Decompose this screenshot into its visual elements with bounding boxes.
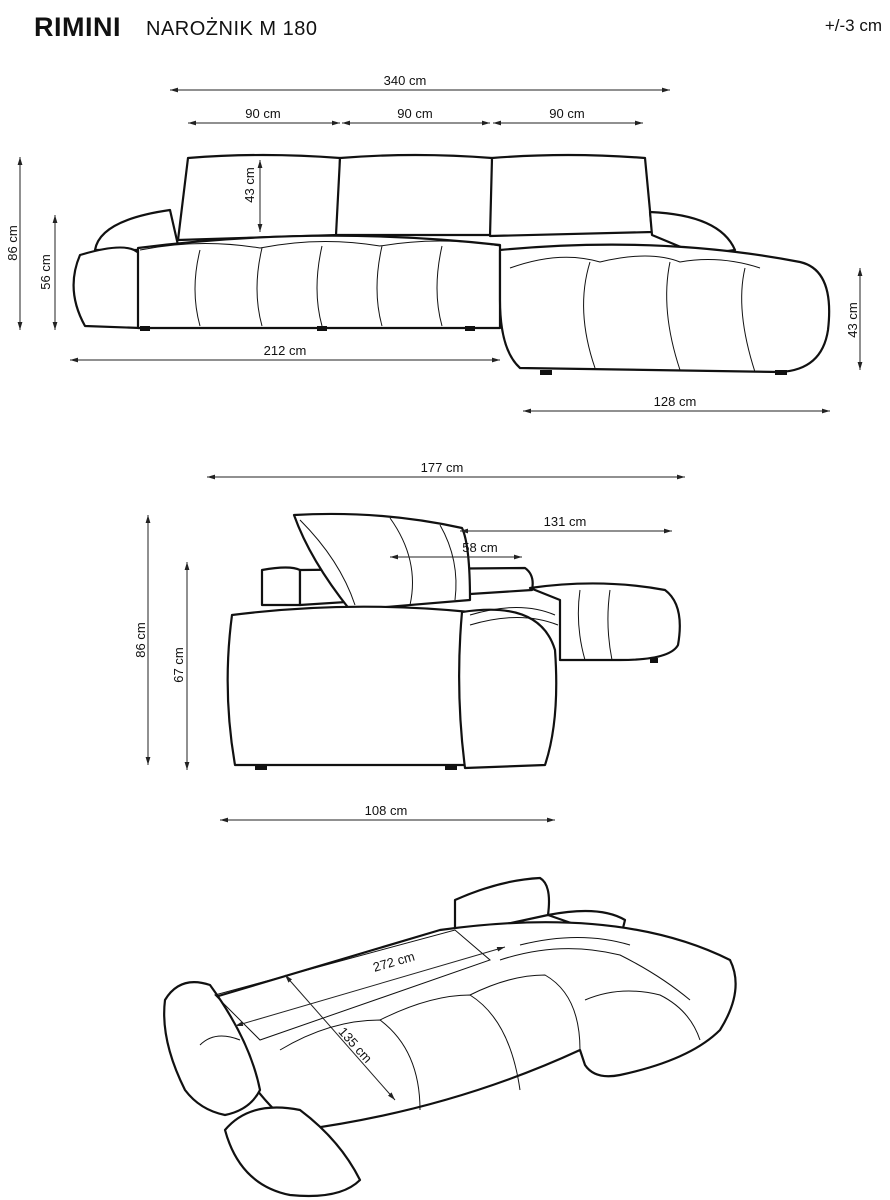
- front-view-sofa: [72, 153, 831, 375]
- dim-label-total-depth: 177 cm: [421, 460, 464, 475]
- dim-label-back-cushion-height: 43 cm: [242, 167, 257, 202]
- dim-label-back-height: 67 cm: [171, 647, 186, 682]
- product-name: RIMINI: [34, 12, 121, 42]
- dim-label-main-width: 212 cm: [264, 343, 307, 358]
- dim-label-cushion-3: 90 cm: [549, 106, 584, 121]
- bed-view-sofa: [163, 876, 737, 1198]
- dim-label-cushion-2: 90 cm: [397, 106, 432, 121]
- dim-label-seat-depth: 58 cm: [462, 540, 497, 555]
- product-subtitle: NAROŻNIK M 180: [146, 18, 318, 40]
- tolerance-note: +/-3 cm: [824, 16, 882, 35]
- dim-label-seat-height: 43 cm: [845, 302, 860, 337]
- dim-label-cushion-1: 90 cm: [245, 106, 280, 121]
- dim-label-armrest-height: 56 cm: [38, 254, 53, 289]
- dim-label-chaise-depth: 131 cm: [544, 514, 587, 529]
- dim-label-base-depth: 108 cm: [365, 803, 408, 818]
- dim-label-chaise-width: 128 cm: [654, 394, 697, 409]
- dim-label-total-height: 86 cm: [5, 225, 20, 260]
- dim-label-total-width: 340 cm: [384, 73, 427, 88]
- side-view-sofa: [226, 512, 681, 770]
- dim-label-side-total-height: 86 cm: [133, 622, 148, 657]
